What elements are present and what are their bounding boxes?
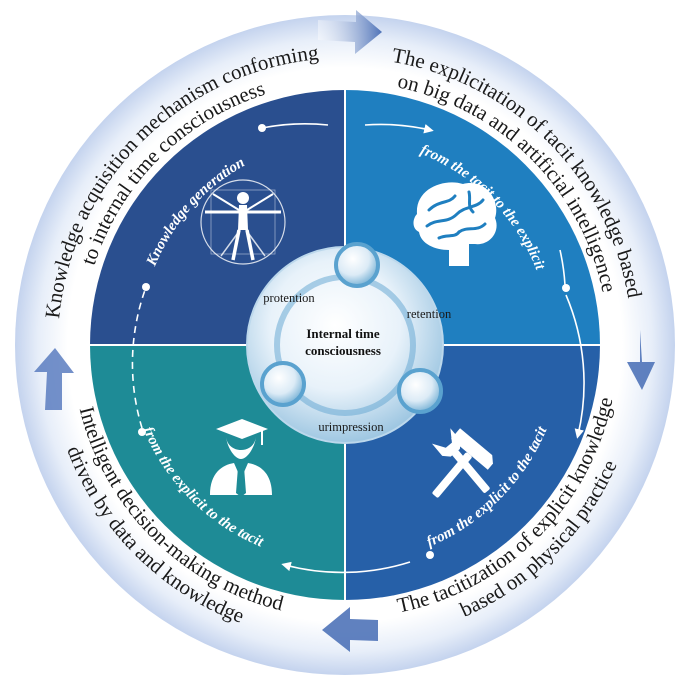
flow-arc-bottom: [281, 561, 411, 574]
flow-dot-top: [258, 124, 266, 132]
flow-arc-top-right-head: [364, 123, 434, 134]
center-title-line2: consciousness: [305, 343, 381, 358]
vitruvian-man-icon: [200, 179, 286, 265]
arrow-left-icon: [34, 348, 74, 410]
phase-label-protention: protention: [263, 291, 315, 305]
flow-arc-right: [565, 294, 585, 439]
flow-dot-right: [562, 284, 570, 292]
phase-label-urimpression: urimpression: [318, 420, 384, 434]
flow-dot-bottom: [426, 551, 434, 559]
center-title-line1: Internal time: [306, 326, 380, 341]
arrow-right-icon: [627, 330, 655, 390]
phase-bubble-left: [260, 361, 306, 407]
flow-arc-left-dashed: [131, 289, 146, 429]
flow-dot-left-top: [142, 283, 150, 291]
phase-bubble-right: [397, 368, 443, 414]
hammer-wrench-icon: [431, 428, 493, 498]
arrow-bottom-icon: [322, 607, 378, 652]
brain-icon: [413, 182, 497, 266]
phase-label-retention: retention: [407, 307, 452, 321]
arrow-top-icon: [318, 10, 382, 54]
graduate-icon: [210, 419, 272, 497]
flow-dot-left-bottom: [138, 428, 146, 436]
phase-bubble-top: [334, 242, 380, 288]
